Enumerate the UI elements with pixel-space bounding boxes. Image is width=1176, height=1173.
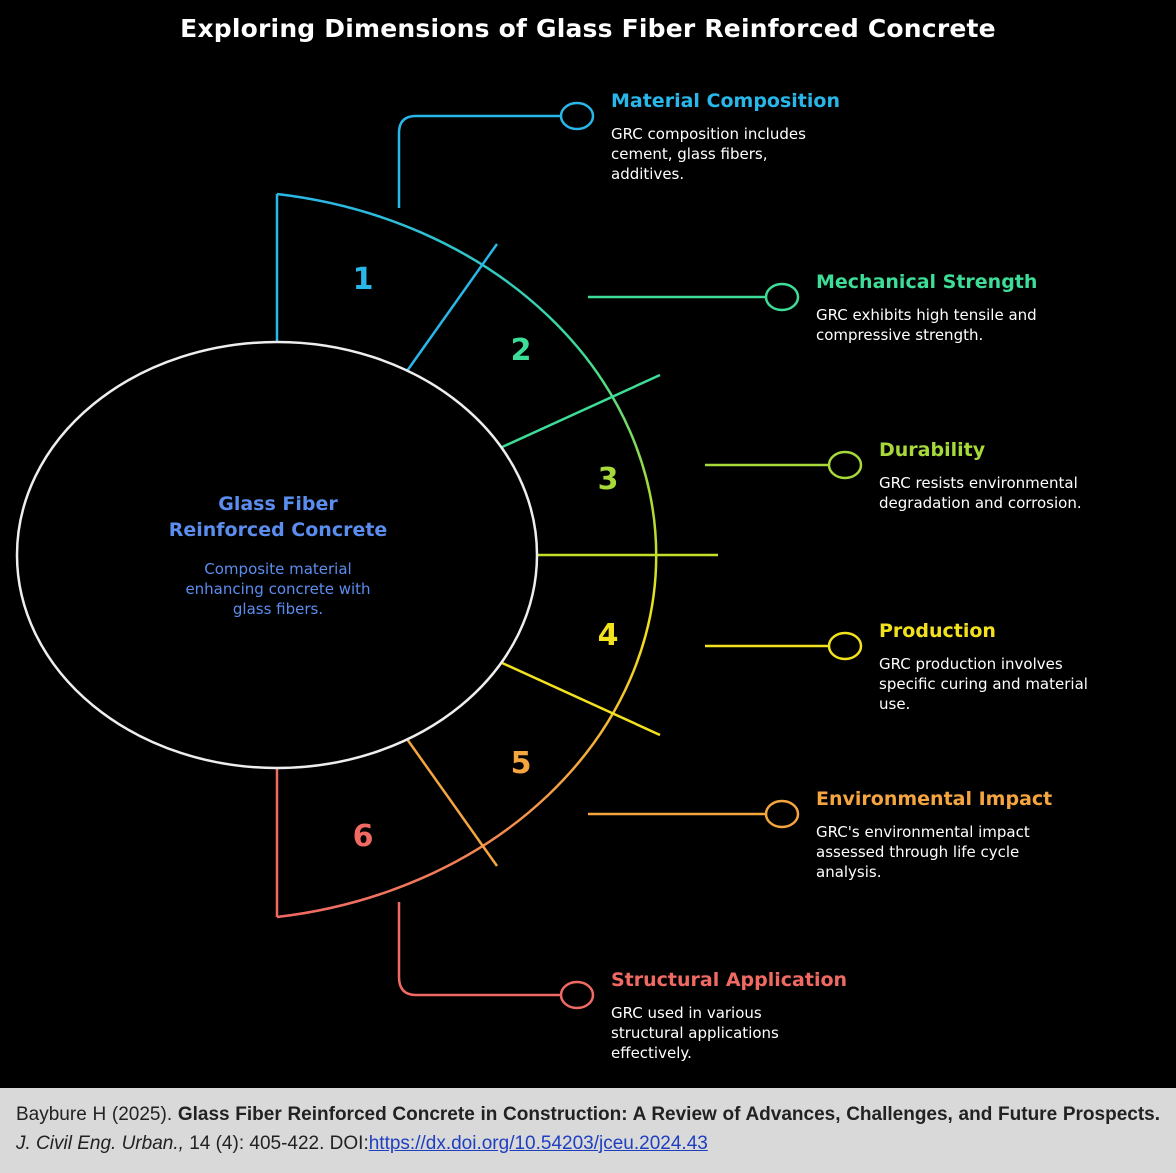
citation-journal: J. Civil Eng. Urban., bbox=[16, 1133, 184, 1154]
citation-volume-pages: 14 (4): 405-422. bbox=[189, 1133, 325, 1154]
desc-line: compressive strength. bbox=[816, 326, 984, 344]
segment-title: Production bbox=[879, 620, 996, 642]
segment-label-1: Material Composition GRC composition inc… bbox=[611, 90, 951, 184]
segment-number-2: 2 bbox=[511, 333, 532, 368]
segment-label-3: Durability GRC resists environmental deg… bbox=[879, 439, 1176, 513]
segment-description: GRC composition includes cement, glass f… bbox=[611, 124, 951, 184]
segment-title: Environmental Impact bbox=[816, 788, 1053, 810]
segment-title: Structural Application bbox=[611, 969, 848, 991]
center-description: Composite material enhancing concrete wi… bbox=[152, 559, 404, 619]
citation-footer: Baybure H (2025). Glass Fiber Reinforced… bbox=[0, 1088, 1176, 1173]
page-title: Exploring Dimensions of Glass Fiber Rein… bbox=[180, 14, 996, 43]
center-title-line: Glass Fiber bbox=[218, 493, 338, 515]
desc-line: cement, glass fibers, bbox=[611, 145, 768, 163]
desc-line: GRC used in various bbox=[611, 1004, 762, 1022]
segment-number-1: 1 bbox=[353, 262, 374, 297]
segment-title: Material Composition bbox=[611, 90, 840, 112]
citation-author: Baybure H (2025). bbox=[16, 1104, 173, 1125]
segment-label-4: Production GRC production involves speci… bbox=[879, 620, 1176, 714]
desc-line: effectively. bbox=[611, 1044, 692, 1062]
segment-number-5: 5 bbox=[511, 746, 532, 781]
segment-number-3: 3 bbox=[598, 462, 619, 497]
divider-4-5 bbox=[499, 660, 661, 737]
desc-line: degradation and corrosion. bbox=[879, 494, 1082, 512]
connector-dot-5 bbox=[764, 799, 800, 829]
divider-5-6 bbox=[405, 738, 499, 867]
segment-description: GRC exhibits high tensile and compressiv… bbox=[816, 305, 1156, 345]
desc-line: specific curing and material bbox=[879, 675, 1088, 693]
citation-doi-label: DOI: bbox=[329, 1133, 369, 1154]
center-ellipse bbox=[15, 340, 539, 770]
connector-dot-4 bbox=[827, 631, 863, 661]
desc-line: analysis. bbox=[816, 863, 882, 881]
divider-1-2 bbox=[405, 243, 499, 372]
diagram-canvas: 1 2 3 4 5 6 Exploring Dimensions of Glas… bbox=[0, 0, 1176, 1088]
segment-label-2: Mechanical Strength GRC exhibits high te… bbox=[816, 271, 1156, 345]
segment-number-4: 4 bbox=[598, 618, 619, 653]
center-title: Glass Fiber Reinforced Concrete bbox=[130, 491, 426, 543]
desc-line: GRC's environmental impact bbox=[816, 823, 1030, 841]
segment-description: GRC resists environmental degradation an… bbox=[879, 473, 1176, 513]
segment-number-6: 6 bbox=[353, 819, 374, 854]
segment-title: Mechanical Strength bbox=[816, 271, 1038, 293]
segment-description: GRC production involves specific curing … bbox=[879, 654, 1176, 714]
connector-dot-6 bbox=[559, 980, 595, 1010]
divider-2-3 bbox=[499, 373, 661, 450]
segment-title: Durability bbox=[879, 439, 986, 461]
segment-label-6: Structural Application GRC used in vario… bbox=[611, 969, 951, 1063]
center-desc-line: Composite material bbox=[204, 560, 352, 578]
radial-diagram: 1 2 3 4 5 6 bbox=[15, 101, 863, 1010]
center-desc-line: enhancing concrete with bbox=[185, 580, 371, 598]
desc-line: GRC production involves bbox=[879, 655, 1063, 673]
connector-dot-2 bbox=[764, 282, 800, 312]
center-desc-line: glass fibers. bbox=[232, 600, 324, 618]
desc-line: additives. bbox=[611, 165, 685, 183]
segment-description: GRC's environmental impact assessed thro… bbox=[816, 822, 1156, 882]
desc-line: GRC composition includes bbox=[611, 125, 806, 143]
desc-line: structural applications bbox=[611, 1024, 779, 1042]
segment-description: GRC used in various structural applicati… bbox=[611, 1003, 951, 1063]
desc-line: assessed through life cycle bbox=[816, 843, 1020, 861]
desc-line: GRC exhibits high tensile and bbox=[816, 306, 1037, 324]
desc-line: GRC resists environmental bbox=[879, 474, 1078, 492]
connector-dot-3 bbox=[827, 450, 863, 480]
citation-article-title: Glass Fiber Reinforced Concrete in Const… bbox=[177, 1104, 1160, 1125]
connector-dot-1 bbox=[559, 101, 595, 131]
connector-1 bbox=[397, 114, 561, 208]
center-title-line: Reinforced Concrete bbox=[168, 519, 388, 541]
desc-line: use. bbox=[879, 695, 911, 713]
connector-6 bbox=[397, 902, 561, 997]
doi-link[interactable]: https://dx.doi.org/10.54203/jceu.2024.43 bbox=[368, 1133, 708, 1154]
segment-label-5: Environmental Impact GRC's environmental… bbox=[816, 788, 1156, 882]
